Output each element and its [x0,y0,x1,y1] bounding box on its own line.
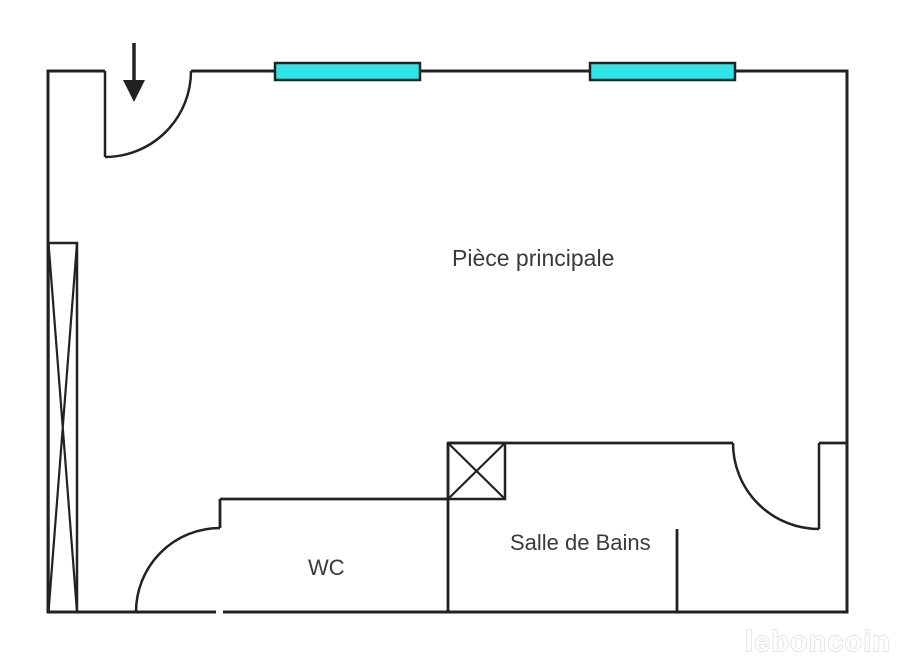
left-shaft [47,241,79,614]
main-room-label: Pièce principale [452,245,614,271]
entry-door-arc [104,70,193,159]
window-2 [588,61,737,82]
bathroom-door-arc [731,442,820,531]
window-1 [273,61,422,82]
leboncoin-logo: leboncoin [745,626,891,658]
corner-duct-box [446,441,507,501]
interior-walls [218,441,847,612]
bathroom-label: Salle de Bains [510,530,651,555]
wc-label: WC [308,555,345,580]
entry-arrow-icon [123,43,145,102]
wc-door-arc [134,526,221,613]
